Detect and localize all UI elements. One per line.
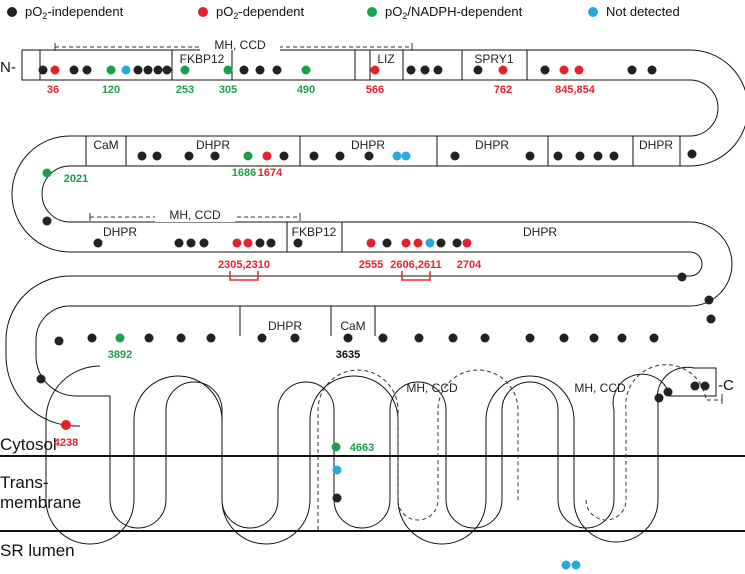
c-terminal: -C — [718, 377, 734, 394]
residue-253: 253 — [176, 84, 194, 96]
row2-domains: CaM DHPR DHPR DHPR DHPR — [85, 136, 681, 166]
residue-2555: 2555 — [359, 259, 383, 271]
residue-762: 762 — [494, 84, 512, 96]
residue-305: 305 — [219, 84, 237, 96]
domain-dhpr-e: DHPR — [103, 225, 137, 239]
legend-dependent-dot — [198, 7, 208, 17]
domain-cam-a: CaM — [93, 138, 118, 152]
dots-row4 — [36, 333, 659, 430]
legend-independent-sub: 2 — [42, 11, 47, 21]
legend-nadph-pre: pO — [385, 4, 402, 19]
domain-spry1: SPRY1 — [474, 52, 513, 66]
residue-36: 36 — [47, 84, 59, 96]
legend-independent-pre: pO — [25, 4, 42, 19]
region-trans-2: membrane — [0, 493, 81, 512]
residue-120: 120 — [102, 84, 120, 96]
legend-independent-post: -independent — [47, 4, 123, 19]
residue-2305-2310: 2305,2310 — [218, 259, 270, 271]
legend-not-detected-dot — [588, 7, 598, 17]
mhccd-label-3: MH, CCD — [406, 381, 458, 395]
mhccd-label-2: MH, CCD — [169, 208, 221, 222]
dots-row3 — [93, 238, 716, 324]
domain-dhpr-d: DHPR — [639, 138, 673, 152]
row4-domains: DHPR CaM — [239, 306, 376, 336]
legend-nadph-sub: 2 — [402, 11, 407, 21]
residue-2606-2611: 2606,2611 — [390, 259, 441, 271]
legend-dependent-pre: pO — [216, 4, 233, 19]
domain-dhpr-a: DHPR — [196, 138, 230, 152]
region-lumen: SR lumen — [0, 541, 75, 560]
residue-3635: 3635 — [336, 349, 360, 361]
legend-nadph-dot — [367, 7, 377, 17]
domain-dhpr-f: DHPR — [523, 225, 557, 239]
domain-fkbp12-b: FKBP12 — [292, 225, 337, 239]
legend-independent-dot — [7, 7, 17, 17]
legend-dependent-sub: 2 — [233, 11, 238, 21]
region-cytosol: Cytosol — [0, 435, 57, 454]
residue-numbers: 36 120 253 305 490 566 762 845,854 2021 … — [47, 84, 596, 454]
residue-4663: 4663 — [350, 442, 374, 454]
domain-dhpr-g: DHPR — [268, 319, 302, 333]
legend-not-detected: Not detected — [606, 4, 680, 19]
domain-dhpr-b: DHPR — [351, 138, 385, 152]
mhccd-bracket-1: MH, CCD — [54, 38, 413, 52]
pair-bracket-2305 — [229, 271, 259, 281]
residue-566: 566 — [366, 84, 384, 96]
n-terminal: N- — [0, 59, 16, 76]
mhccd-bracket-2: MH, CCD — [89, 208, 301, 222]
legend: pO2-independent pO2-dependent pO2/NADPH-… — [7, 4, 680, 21]
residue-2704: 2704 — [457, 259, 482, 271]
legend-dependent-post: -dependent — [238, 4, 304, 19]
residue-1674: 1674 — [258, 167, 283, 179]
protein-band — [22, 49, 745, 545]
mhccd-bracket-tm — [317, 364, 722, 530]
mhccd-label-1: MH, CCD — [214, 38, 266, 52]
dots-tm — [331, 381, 710, 570]
residue-490: 490 — [297, 84, 315, 96]
pair-bracket-2606 — [401, 271, 431, 281]
residue-1686: 1686 — [232, 167, 256, 179]
domain-liz: LIZ — [377, 52, 394, 66]
row1-domains: FKBP12 LIZ SPRY1 — [39, 50, 528, 80]
residue-2021: 2021 — [64, 173, 88, 185]
row3-domains: DHPR FKBP12 DHPR — [103, 222, 557, 252]
mhccd-label-4: MH, CCD — [574, 381, 626, 395]
residue-4238: 4238 — [54, 437, 78, 449]
domain-dhpr-c: DHPR — [475, 138, 509, 152]
svg-text:pO2/NADPH-dependent: pO2/NADPH-dependent — [385, 4, 523, 21]
residue-3892: 3892 — [108, 349, 132, 361]
region-trans-1: Trans- — [0, 473, 49, 492]
residue-845-854: 845,854 — [555, 84, 596, 96]
legend-nadph-post: /NADPH-dependent — [407, 4, 522, 19]
dots-row1 — [38, 65, 657, 75]
dots-row2 — [42, 149, 697, 226]
protein-band-outer — [5, 50, 719, 427]
domain-fkbp12-a: FKBP12 — [180, 52, 225, 66]
svg-text:pO2-dependent: pO2-dependent — [216, 4, 305, 21]
svg-text:pO2-independent: pO2-independent — [25, 4, 124, 21]
domain-cam-b: CaM — [340, 319, 365, 333]
